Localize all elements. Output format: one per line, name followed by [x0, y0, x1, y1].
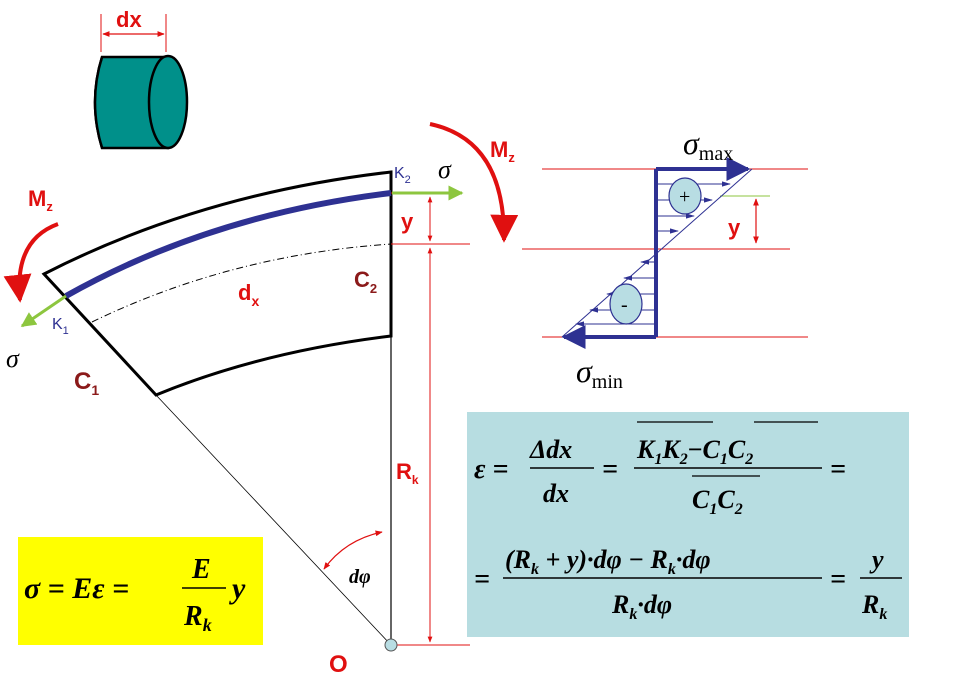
stress-diagram — [522, 157, 808, 349]
compression-sign: - — [621, 294, 628, 316]
svg-text:=: = — [474, 564, 490, 595]
diagram-y-label: y — [728, 215, 741, 240]
k1-label: K1 — [52, 316, 69, 337]
moment-right-arrow — [429, 122, 519, 243]
angle-arc — [323, 530, 383, 570]
sigma-min-label: σmin — [576, 353, 623, 393]
c1-label: C1 — [74, 368, 99, 398]
y-label: y — [401, 209, 414, 234]
cylinder-element — [93, 54, 189, 150]
svg-text:y: y — [229, 572, 246, 605]
svg-text:=: = — [602, 454, 618, 485]
svg-text:ε =: ε = — [474, 454, 508, 485]
hooke-formula-box — [18, 537, 263, 645]
strain-formula: ε = Δdx dx = K1K2−C1C2 C1C2 = = (Rk + y)… — [474, 421, 902, 623]
radius-label: Rk — [396, 459, 419, 487]
k2-label: K2 — [394, 165, 411, 186]
svg-text:σ = Eε =: σ = Eε = — [24, 572, 129, 605]
dx-arc-label: dx — [238, 280, 259, 309]
svg-text:=: = — [830, 564, 846, 595]
beam-element — [41, 170, 393, 397]
moment-left-arrow — [3, 222, 59, 303]
radius-lines — [155, 192, 470, 652]
c2-label: C2 — [354, 267, 377, 296]
tension-sign: + — [679, 186, 690, 208]
neutral-axis — [91, 243, 392, 323]
strain-formula-box — [467, 412, 909, 637]
center-point — [384, 638, 398, 652]
stress-arrow-left — [20, 294, 67, 328]
svg-text:Rk: Rk — [861, 590, 887, 623]
sigma-right-label: σ — [438, 155, 452, 184]
svg-text:Rk·dφ: Rk·dφ — [611, 590, 672, 623]
svg-text:=: = — [830, 454, 846, 485]
moment-right-label: Mz — [490, 137, 515, 165]
deformed-fiber — [64, 190, 392, 299]
svg-text:(Rk + y)·dφ − Rk·dφ: (Rk + y)·dφ − Rk·dφ — [505, 545, 711, 578]
center-label: O — [329, 651, 348, 678]
sigma-max-label: σmax — [683, 125, 733, 165]
svg-text:K1K2−C1C2: K1K2−C1C2 — [636, 435, 753, 468]
moment-left-label: Mz — [28, 186, 53, 214]
svg-text:Rk: Rk — [183, 601, 212, 635]
svg-text:Δdx: Δdx — [529, 435, 572, 464]
angle-label: dφ — [349, 566, 371, 588]
svg-text:y: y — [869, 545, 884, 574]
dx-label: dx — [116, 7, 142, 32]
dx-dimension — [100, 14, 167, 52]
svg-text:E: E — [191, 554, 211, 585]
svg-text:C1C2: C1C2 — [692, 485, 743, 518]
hooke-formula: σ = Eε = E Rk y — [24, 554, 246, 635]
svg-text:dx: dx — [543, 479, 569, 508]
sigma-left-label: σ — [6, 344, 20, 373]
